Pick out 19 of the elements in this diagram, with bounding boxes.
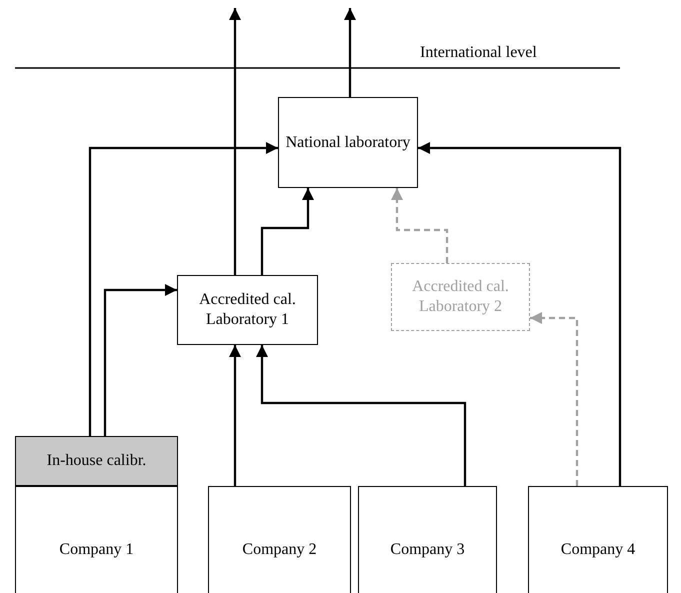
company-box: Company 2 — [208, 486, 351, 593]
arrow — [418, 142, 622, 486]
level-label: International level — [420, 44, 537, 62]
calibration-box: In-house calibr. — [15, 436, 178, 486]
company-box: Company 3 — [358, 486, 497, 593]
arrow — [229, 8, 241, 275]
laboratory-box: Accredited cal. Laboratory 2 — [391, 263, 530, 331]
arrow — [260, 188, 314, 275]
laboratory-box: Accredited cal. Laboratory 1 — [177, 275, 318, 345]
arrow — [104, 284, 177, 436]
company-box: Company 1 — [15, 486, 178, 593]
laboratory-box: National laboratory — [278, 97, 418, 188]
arrow — [530, 312, 578, 486]
arrow — [229, 345, 241, 486]
arrow — [88, 142, 278, 436]
arrow — [344, 8, 356, 97]
arrow — [256, 345, 466, 486]
company-box: Company 4 — [528, 486, 668, 593]
arrow — [391, 188, 448, 263]
